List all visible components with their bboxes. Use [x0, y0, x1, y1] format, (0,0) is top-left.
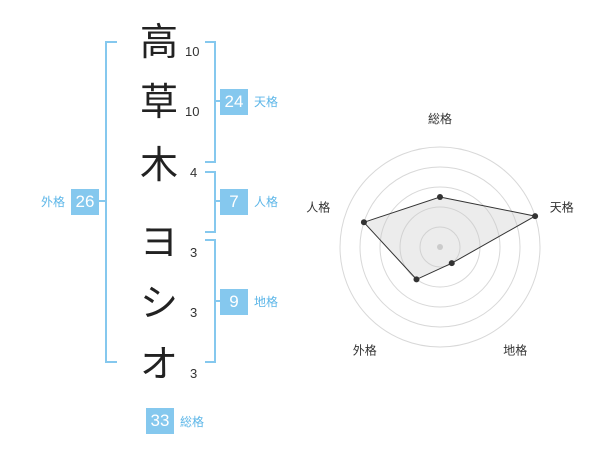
radar-ring-1 — [419, 226, 461, 268]
jinkaku-bracket-tick — [214, 200, 222, 202]
gaikaku-badge: 26 — [71, 189, 99, 215]
stroke-count-1: 10 — [185, 44, 200, 59]
gaikaku-bracket-tick — [96, 200, 105, 202]
radar-ring-4 — [359, 166, 521, 328]
name-char-6: オ — [139, 342, 178, 386]
name-char-5: シ — [139, 281, 178, 325]
stroke-count-4: 3 — [190, 245, 198, 260]
radar-axis-label-1: 総格 — [428, 111, 452, 126]
radar-point-1 — [437, 194, 443, 200]
stroke-count-2: 10 — [185, 104, 200, 119]
tenkaku-label: 天格 — [254, 95, 279, 109]
tenkaku-bracket — [205, 41, 216, 163]
stroke-count-3: 4 — [190, 165, 198, 180]
radar-axis-label-4: 外格 — [353, 343, 377, 358]
jinkaku-badge: 7 — [220, 189, 248, 215]
radar-polygon — [363, 196, 537, 281]
name-char-4: ヨ — [139, 220, 178, 264]
gaikaku-bracket — [105, 41, 117, 363]
radar-point-4 — [413, 276, 420, 283]
radar-point-3 — [448, 260, 455, 267]
stroke-count-6: 3 — [190, 366, 198, 381]
radar-point-5 — [360, 219, 367, 226]
name-char-3: 木 — [139, 143, 178, 187]
name-char-1: 高 — [139, 20, 178, 64]
radar-ring-3 — [379, 186, 501, 308]
chikaku-bracket-tick — [214, 300, 222, 302]
radar-shape — [360, 194, 539, 283]
tenkaku-badge: 24 — [220, 89, 248, 115]
radar-point-2 — [532, 213, 539, 220]
name-char-2: 草 — [139, 80, 178, 124]
radar-axis-label-2: 天格 — [550, 199, 574, 214]
gaikaku-label: 外格 — [41, 195, 66, 209]
radar-ring-5 — [339, 146, 541, 348]
soukaku-label: 総格 — [180, 415, 205, 429]
chikaku-badge: 9 — [220, 289, 248, 315]
radar-axis-label-5: 人格 — [306, 199, 330, 214]
soukaku-badge: 33 — [146, 408, 174, 434]
radar-center-dot — [437, 244, 443, 250]
jinkaku-label: 人格 — [254, 195, 279, 209]
radar-rings — [339, 146, 541, 348]
stroke-count-5: 3 — [190, 305, 198, 320]
jinkaku-bracket — [205, 171, 216, 233]
chikaku-label: 地格 — [254, 295, 279, 309]
tenkaku-bracket-tick — [214, 100, 222, 102]
radar-axis-label-3: 地格 — [503, 343, 527, 358]
